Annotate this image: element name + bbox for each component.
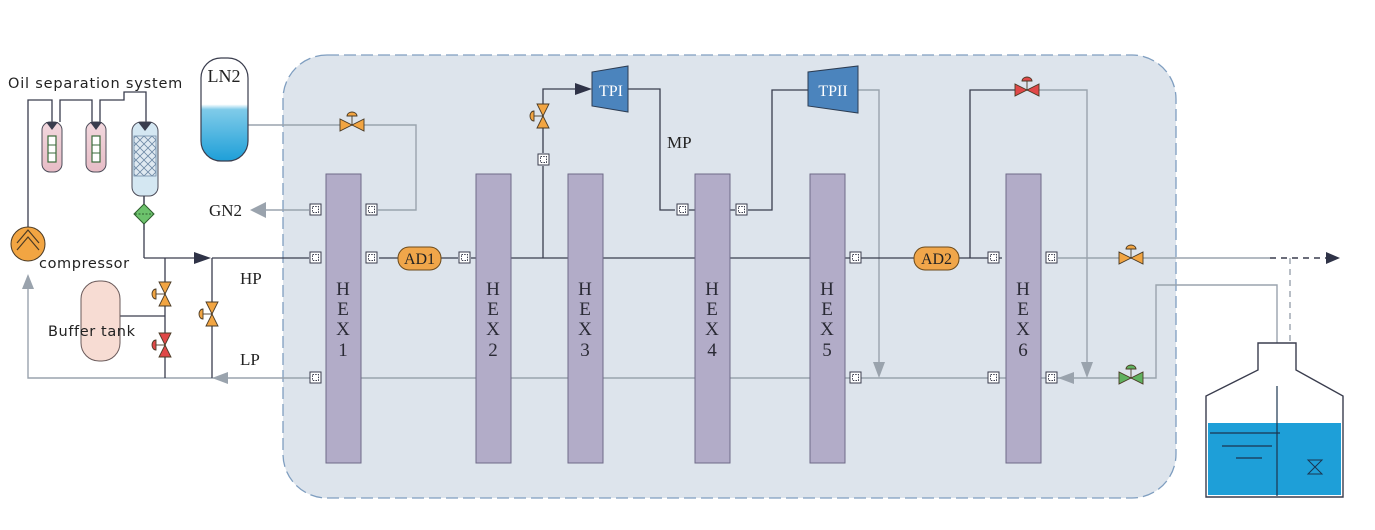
tp2-label: TPII — [818, 83, 847, 100]
hex1-letter-1: H — [336, 279, 350, 300]
hex6-letter-3: X — [1016, 319, 1030, 340]
filter-box — [309, 203, 322, 216]
lp-arrow — [212, 372, 228, 384]
hex3-letter-1: H — [578, 279, 592, 300]
hex6-letter-1: H — [1016, 279, 1030, 300]
text-labels: Oil separation system compressor Buffer … — [8, 76, 692, 369]
hp-arrow — [194, 252, 211, 264]
valves — [151, 76, 1144, 385]
return-valve[interactable] — [1118, 364, 1144, 385]
hex1-letter-3: X — [336, 319, 350, 340]
liquid-dewar — [1205, 342, 1344, 498]
compressor — [10, 226, 46, 262]
gn2-arrow — [250, 202, 266, 218]
ad1-label: AD1 — [404, 251, 435, 268]
oil-separation-system — [41, 121, 159, 230]
gn2-label: GN2 — [209, 201, 242, 220]
hex1-letter-4: 1 — [338, 340, 348, 361]
hex5-letter-3: X — [820, 319, 834, 340]
buffer-tank-valve-2[interactable] — [151, 332, 172, 358]
ln2-dewar: LN2 — [200, 57, 249, 162]
ln2-valve[interactable] — [339, 111, 365, 132]
hex2-letter-1: H — [486, 279, 500, 300]
hex5-body — [809, 173, 846, 464]
filter-box — [458, 251, 471, 264]
filter-box — [365, 251, 378, 264]
filter-box — [735, 203, 748, 216]
hp-label: HP — [240, 269, 262, 288]
oil-adsorber — [131, 121, 159, 197]
hex3-body — [567, 173, 604, 464]
hex4-letter-2: E — [706, 299, 718, 320]
hex6-letter-4: 6 — [1018, 340, 1028, 361]
tp1-inlet-valve[interactable] — [529, 103, 550, 129]
outlet-valve[interactable] — [1118, 244, 1144, 265]
oil-separation-label: Oil separation system — [8, 76, 183, 92]
buffer-tank-valve-1[interactable] — [151, 281, 172, 307]
hex3-letter-3: X — [578, 319, 592, 340]
filter-box — [987, 251, 1000, 264]
turbine-tp2: TPII — [807, 65, 859, 114]
filter-box — [849, 251, 862, 264]
top-return-arrow — [1081, 362, 1093, 378]
filter-box — [676, 203, 689, 216]
hex1-body — [325, 173, 362, 464]
light-piping — [27, 89, 1328, 470]
hex2-body — [475, 173, 512, 464]
hex3-letter-4: 3 — [580, 340, 590, 361]
tp2-exhaust-arrow — [873, 362, 885, 378]
hex5-letter-1: H — [820, 279, 834, 300]
filter-box — [537, 153, 550, 166]
hex4-letter-3: X — [705, 319, 719, 340]
hex1-letter-2: E — [337, 299, 349, 320]
outlet-arrow — [1326, 252, 1340, 264]
hex5-letter-2: E — [821, 299, 833, 320]
hex4-letter-1: H — [705, 279, 719, 300]
hex4-letter-4: 4 — [707, 340, 717, 361]
hex6-return-arrow — [1058, 372, 1074, 384]
compressor-return-arrow — [22, 274, 34, 289]
oil-separator-1 — [41, 121, 63, 173]
hex6-letter-2: E — [1017, 299, 1029, 320]
hex4-body — [694, 173, 731, 464]
filter-boxes — [309, 153, 1058, 384]
filter-box — [849, 371, 862, 384]
heat-exchangers: H E X 1 H E X 2 H E X 3 H E X 4 H E X 5 … — [325, 173, 1042, 464]
hex2-letter-2: E — [487, 299, 499, 320]
tp1-label: TPI — [599, 83, 623, 100]
tp1-inlet-arrow — [575, 83, 592, 95]
mp-label: MP — [667, 133, 692, 152]
filter-box — [1045, 371, 1058, 384]
bypass-valve[interactable] — [198, 301, 219, 327]
filter-box — [1045, 251, 1058, 264]
hex2-letter-3: X — [486, 319, 500, 340]
hex5-letter-4: 5 — [822, 340, 832, 361]
ad2-label: AD2 — [921, 251, 952, 268]
ln2-label: LN2 — [208, 66, 241, 86]
hex2-letter-4: 2 — [488, 340, 498, 361]
compressor-label: compressor — [39, 256, 130, 272]
filter-box — [365, 203, 378, 216]
oil-filter — [133, 196, 155, 230]
buffer-tank — [80, 280, 121, 362]
hex6-body — [1005, 173, 1042, 464]
buffer-tank-label: Buffer tank — [48, 324, 136, 340]
filter-box — [987, 371, 1000, 384]
adsorber-ad1: AD1 — [397, 246, 442, 271]
oil-separator-2 — [85, 121, 107, 173]
hex3-letter-2: E — [579, 299, 591, 320]
filter-box — [309, 251, 322, 264]
lp-label: LP — [240, 350, 260, 369]
top-right-valve[interactable] — [1014, 76, 1040, 97]
turbine-tp1: TPI — [591, 65, 629, 113]
filter-box — [309, 371, 322, 384]
adsorber-ad2: AD2 — [913, 246, 960, 271]
